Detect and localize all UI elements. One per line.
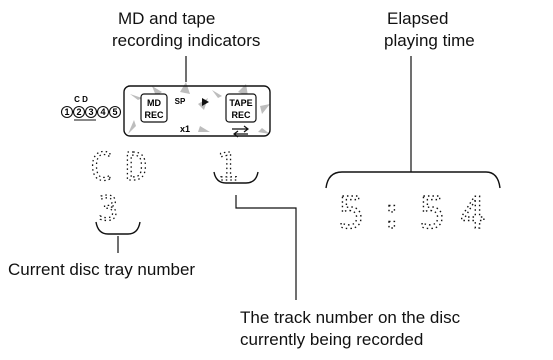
disc-number-2: 2 <box>76 107 81 117</box>
recording-indicators-label-line2: recording indicators <box>112 31 261 50</box>
md-rec-line1: MD <box>147 98 161 108</box>
disc-number-4: 4 <box>100 107 105 117</box>
tape-rec-indicator: TAPE REC <box>225 93 257 123</box>
sp-mode: SP <box>175 97 186 106</box>
tape-rec-line2: REC <box>231 110 251 120</box>
track-number-leader <box>235 195 297 300</box>
disc-tray-indicators: 1 2 3 4 5 <box>60 105 122 121</box>
source-display: CD <box>90 145 160 189</box>
elapsed-time-label-line1: Elapsed <box>387 9 449 28</box>
recording-indicators-label: MD and tape recording indicators <box>112 8 260 52</box>
tray-display: 3 <box>98 189 118 229</box>
disc-number-1: 1 <box>64 107 69 117</box>
tray-bracket <box>95 221 141 235</box>
disc-number-5: 5 <box>112 107 117 117</box>
disc-letters: C D <box>74 95 88 104</box>
recording-indicators-label-line1: MD and tape <box>118 9 216 28</box>
elapsed-time-label: Elapsed playing time <box>384 8 475 52</box>
lcd-frame <box>123 85 271 137</box>
md-rec-indicator: MD REC <box>140 93 168 123</box>
tape-rec-line1: TAPE <box>229 98 252 108</box>
track-number-label-line1: The track number on the disc <box>240 308 461 327</box>
disc-number-3: 3 <box>88 107 93 117</box>
x1-label: x1 <box>180 124 190 134</box>
play-icon <box>202 98 209 106</box>
time-display: 5:54 <box>338 188 500 239</box>
elapsed-time-label-line2: playing time <box>384 31 475 50</box>
track-bracket <box>213 171 259 184</box>
tape-direction-icon <box>232 125 249 138</box>
track-number-label: The track number on the disc currently b… <box>240 307 460 351</box>
disc-tray-label: Current disc tray number <box>8 260 196 279</box>
md-rec-line2: REC <box>144 110 164 120</box>
time-bracket <box>325 171 501 189</box>
track-number-label-line2: currently being recorded <box>240 330 424 349</box>
track-display: 1 <box>216 145 239 189</box>
